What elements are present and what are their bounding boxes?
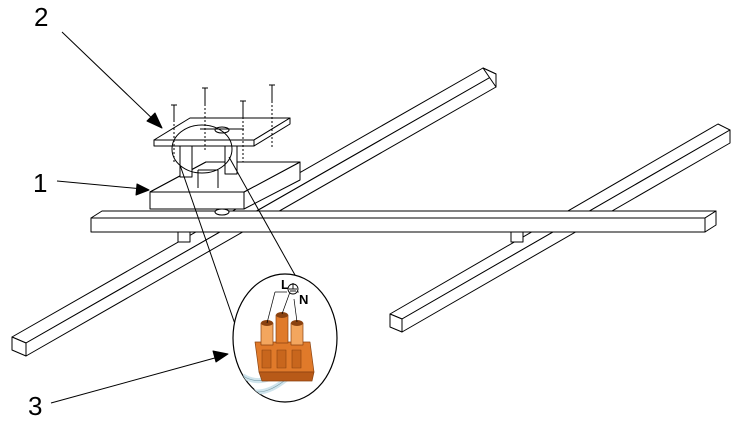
callout-number-2: 2 [34,2,49,32]
terminal-label-neutral: N [299,292,308,307]
arm-joint-right [510,231,524,243]
screw [269,84,275,148]
front-horizontal-arm [90,208,717,233]
terminal-label-live: L [281,277,289,292]
magnify-leader-left [179,164,237,328]
callout-arrow-1 [56,180,150,196]
callout-arrow-2 [61,31,163,129]
callout-arrow-3 [50,350,229,404]
arm-joint-left [177,231,191,243]
screw [240,100,246,162]
magnify-leader-right [228,156,296,276]
callout-number-3: 3 [28,391,43,421]
terminal-block-magnified-view [232,273,338,403]
screw [202,87,208,150]
detail-marker-circle [171,124,233,174]
callout-number-1: 1 [33,168,48,198]
ceiling-bracket [153,117,291,147]
earth-icon [287,283,299,295]
